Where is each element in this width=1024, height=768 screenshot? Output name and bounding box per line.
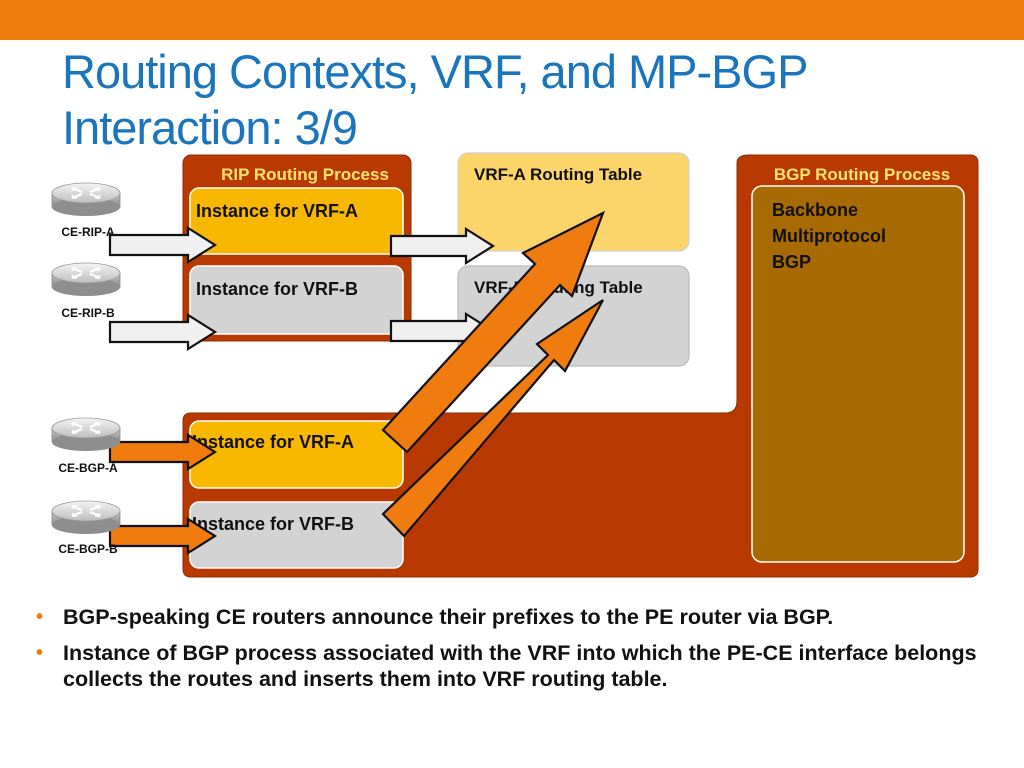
- router-ce-rip-b-icon: [50, 261, 122, 298]
- bullet-item: • BGP-speaking CE routers announce their…: [36, 604, 996, 630]
- routing-diagram: BGP Routing Process Backbone Multiprotoc…: [50, 152, 979, 578]
- vrf-a-routing-table-label: VRF-A Routing Table: [474, 165, 642, 184]
- backbone-label-line2: Multiprotocol: [772, 226, 886, 246]
- bgp-process-label: BGP Routing Process: [774, 165, 950, 184]
- arrow-ce-bgp-a-to-bgp-instance: [108, 433, 218, 471]
- router-ce-rip-a-icon: [50, 181, 122, 218]
- slide-title-line1: Routing Contexts, VRF, and MP-BGP: [62, 45, 808, 98]
- slide-title-line2: Interaction: 3/9: [62, 101, 358, 154]
- arrow-rip-a-to-vrf-a-table: [389, 227, 496, 265]
- bullet-dot-icon: •: [36, 606, 44, 628]
- rip-instance-vrf-a: [189, 187, 404, 255]
- router-ce-bgp-a-label: CE-BGP-A: [58, 461, 118, 475]
- router-ce-bgp-b-icon: [50, 499, 122, 536]
- rip-process-label: RIP Routing Process: [221, 165, 389, 184]
- arrow-ce-bgp-b-to-bgp-instance: [108, 517, 218, 555]
- bullet-list: • BGP-speaking CE routers announce their…: [36, 604, 996, 702]
- bgp-instance-vrf-b: [189, 501, 404, 569]
- backbone-label-line3: BGP: [772, 252, 811, 272]
- slide-title: Routing Contexts, VRF, and MP-BGP Intera…: [62, 44, 962, 156]
- backbone-mpbgp-box: [751, 185, 965, 563]
- router-ce-rip-b-label: CE-RIP-B: [61, 306, 115, 320]
- bullet-dot-icon: •: [36, 642, 44, 664]
- arrow-bgp-a-to-vrf-a-table: [381, 210, 606, 454]
- arrow-ce-rip-a-to-rip-instance: [108, 226, 218, 264]
- arrow-bgp-b-to-vrf-b-table: [381, 299, 604, 538]
- rip-instance-vrf-b-label: Instance for VRF-B: [196, 279, 358, 299]
- bullet-text: BGP-speaking CE routers announce their p…: [63, 605, 834, 629]
- router-ce-bgp-b-label: CE-BGP-B: [58, 542, 118, 556]
- bullet-text: Instance of BGP process associated with …: [63, 641, 977, 691]
- rip-instance-vrf-b: [189, 265, 404, 335]
- bullet-item: • Instance of BGP process associated wit…: [36, 640, 996, 692]
- router-ce-bgp-a-icon: [50, 416, 122, 453]
- router-ce-rip-a-label: CE-RIP-A: [61, 225, 115, 239]
- rip-instance-vrf-a-label: Instance for VRF-A: [196, 201, 358, 221]
- backbone-label-line1: Backbone: [772, 200, 858, 220]
- arrow-ce-rip-b-to-rip-instance: [108, 313, 218, 351]
- bgp-instance-vrf-a-label: Instance for VRF-A: [192, 432, 354, 452]
- bgp-instance-vrf-b-label: Instance for VRF-B: [192, 514, 354, 534]
- accent-top-bar: [0, 0, 1024, 40]
